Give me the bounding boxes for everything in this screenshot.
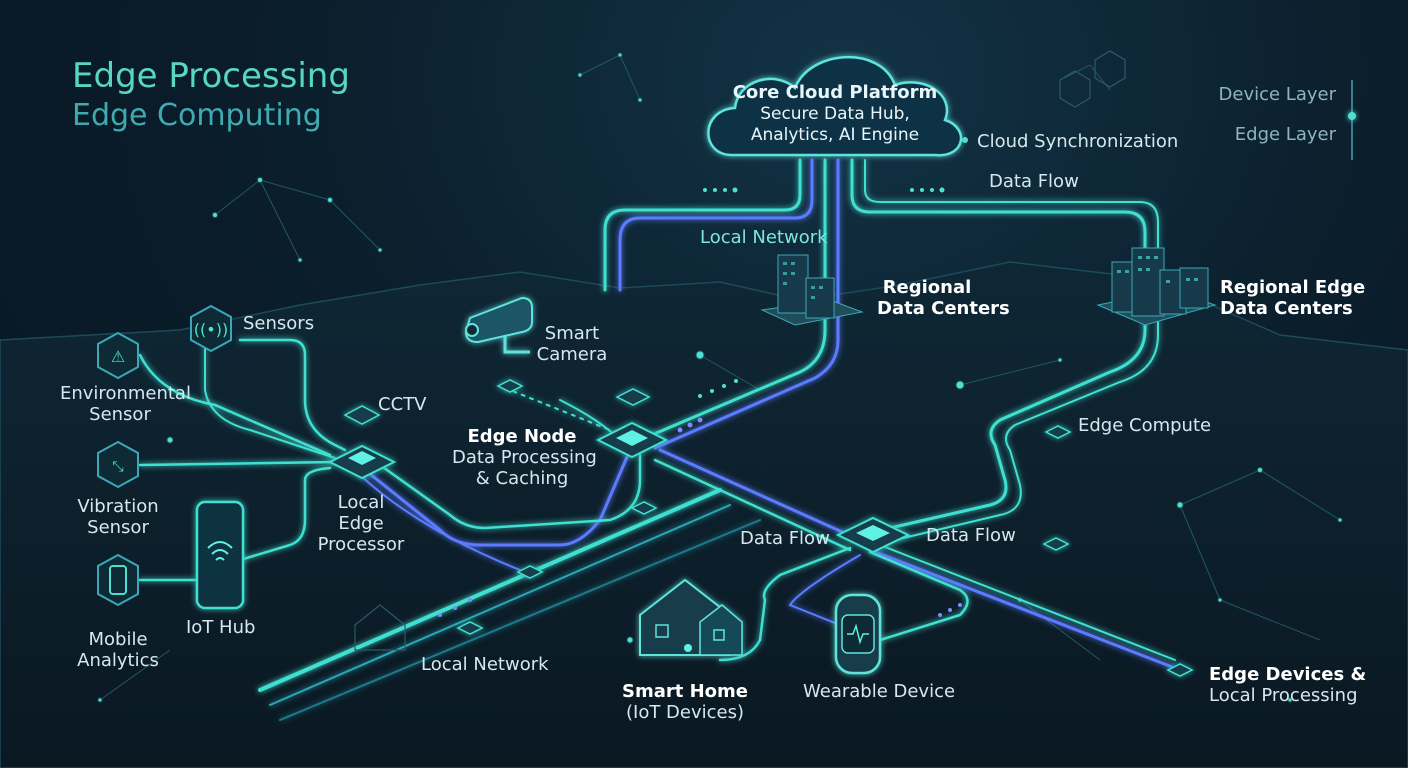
regional-edge-dc-label: Regional Edge Data Centers [1220, 277, 1366, 319]
edge-devices-label: Edge Devices & Local Processing [1209, 664, 1366, 706]
regional-dc-line1: Regional [882, 277, 972, 298]
smart-home-label: Smart Home (IoT Devices) [620, 681, 750, 723]
cloud-line-1: Secure Data Hub, [760, 104, 910, 124]
sensors-icon: ((•)) [190, 304, 232, 353]
small-chip [456, 621, 484, 635]
cloud-platform-label: Core Cloud Platform Secure Data Hub, Ana… [730, 82, 940, 146]
cctv-label: CCTV [378, 394, 427, 415]
small-chip [1042, 537, 1070, 551]
local-edge-processor-line3: Processor [317, 534, 405, 555]
wearable-device-icon [834, 593, 882, 675]
constellation-network [97, 52, 1343, 703]
edge-devices-title: Edge Devices & [1209, 664, 1367, 685]
page-title: Edge Processing [72, 56, 350, 96]
hexagon-decoration [1059, 50, 1126, 108]
legend-device-layer: Device Layer [1218, 84, 1336, 105]
data-flow-right-label: Data Flow [926, 525, 1016, 546]
small-chip [630, 501, 658, 515]
cloud-title: Core Cloud Platform [732, 82, 938, 103]
smart-camera-label: Smart Camera [532, 323, 612, 365]
smart-camera-line2: Camera [536, 344, 608, 365]
cloud-sync-label: Cloud Synchronization [977, 131, 1179, 152]
mobile-analytics-icon [97, 553, 139, 607]
regional-edge-data-center-buildings [1096, 247, 1217, 326]
terrain [0, 261, 1408, 768]
title-block: Edge Processing Edge Computing [72, 56, 350, 136]
local-edge-processor-line2: Edge [338, 513, 384, 534]
cloud-shape [707, 55, 963, 157]
mobile-analytics-line1: Mobile [88, 629, 148, 650]
edge-node-label: Edge Node Data Processing & Caching [452, 426, 597, 489]
data-flow-hub-chip [835, 516, 911, 554]
regional-edge-dc-line1: Regional Edge [1220, 277, 1366, 298]
edge-devices-line2: Local Processing [1209, 685, 1358, 706]
local-edge-processor-label: Local Edge Processor [311, 492, 411, 555]
edge-compute-label: Edge Compute [1078, 415, 1212, 436]
svg-text:((•)): ((•)) [194, 320, 228, 339]
smart-home-icon [639, 578, 743, 656]
svg-text:⚠: ⚠ [111, 347, 125, 366]
smart-camera-line1: Smart [544, 323, 600, 344]
flow-dots [698, 137, 968, 398]
regional-dc-line2: Data Centers [877, 298, 1010, 319]
environmental-sensor-icon: ⚠ [97, 331, 139, 380]
environmental-sensor-line1: Environmental [60, 383, 191, 404]
data-flow-top-label: Data Flow [989, 171, 1079, 192]
iot-hub-phone-icon [195, 500, 245, 610]
smart-camera-icon [464, 296, 533, 354]
small-chip [516, 565, 544, 579]
local-edge-processor-line1: Local [337, 492, 385, 513]
vibration-sensor-line1: Vibration [77, 496, 159, 517]
data-flow-left-label: Data Flow [740, 528, 830, 549]
svg-text:⤡: ⤡ [112, 459, 123, 475]
regional-dc-label: Regional Data Centers [877, 277, 1010, 319]
mobile-analytics-label: Mobile Analytics [68, 629, 168, 671]
sensors-label: Sensors [243, 313, 315, 334]
wearable-device-label: Wearable Device [803, 681, 956, 702]
smart-home-line2: (IoT Devices) [625, 702, 745, 723]
environmental-sensor-label: Environmental Sensor [60, 383, 191, 425]
regional-edge-dc-line2: Data Centers [1220, 298, 1353, 319]
iot-hub-label: IoT Hub [186, 617, 256, 638]
edge-node-chip [595, 388, 669, 459]
small-chip [1044, 425, 1072, 439]
edge-node-title: Edge Node [467, 426, 577, 447]
regional-data-center-buildings [760, 254, 864, 326]
small-chip [1166, 663, 1194, 677]
local-network-top-label: Local Network [700, 227, 828, 248]
vibration-sensor-label: Vibration Sensor [68, 496, 168, 538]
cctv-chip [343, 405, 381, 425]
edge-node-line2: Data Processing [452, 447, 597, 468]
cloud-line-2: Analytics, AI Engine [750, 125, 920, 145]
page-subtitle: Edge Computing [72, 98, 322, 133]
edge-node-line3: & Caching [475, 468, 569, 489]
edge-chip-nodes [327, 379, 1194, 677]
vibration-sensor-icon: ⤡ [97, 440, 139, 489]
legend-edge-layer: Edge Layer [1234, 124, 1336, 145]
flow-dots-blue [438, 417, 962, 617]
local-edge-processor-chip [327, 444, 397, 480]
mobile-analytics-line2: Analytics [77, 650, 159, 671]
smart-home-title: Smart Home [621, 681, 748, 702]
house-outline-icon [354, 604, 406, 651]
small-chip [496, 379, 524, 393]
vibration-sensor-line2: Sensor [87, 517, 149, 538]
local-network-bottom-label: Local Network [421, 654, 549, 675]
environmental-sensor-line2: Sensor [89, 404, 151, 425]
